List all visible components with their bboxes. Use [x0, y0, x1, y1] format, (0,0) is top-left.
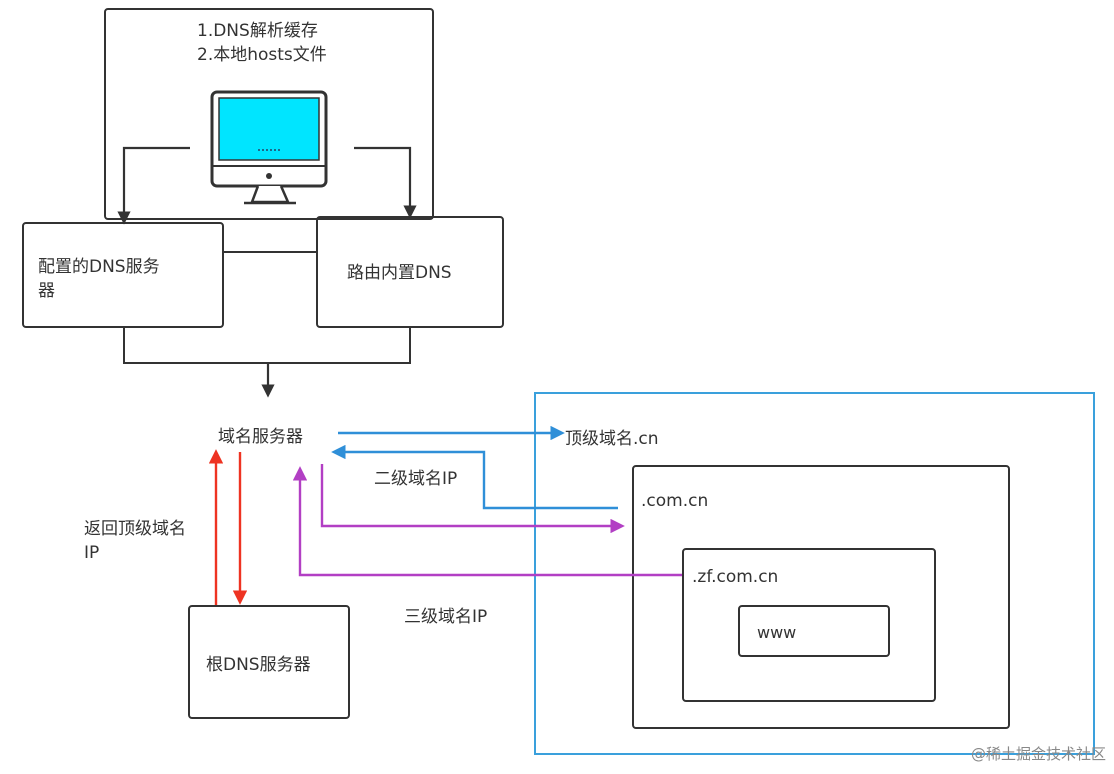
edge-query-com-cn: [320, 464, 625, 534]
root-dns-server-node: [188, 605, 350, 719]
domain-server-label: 域名服务器: [218, 427, 303, 447]
top-level-domain-region: [534, 392, 1095, 755]
third-level-ip-label: 三级域名IP: [404, 607, 488, 627]
www-node: [738, 605, 890, 657]
return-top-label-1: 返回顶级域名: [84, 519, 186, 539]
return-top-label-2: IP: [84, 543, 100, 563]
router-dns-label: 路由内置DNS: [347, 263, 452, 283]
edge-computer-to-router-dns: [354, 146, 417, 219]
dns-cache-note: 1.DNS解析缓存: [197, 21, 318, 41]
edge-second-level-ip: [331, 444, 618, 510]
configured-dns-server-label-2: 器: [38, 281, 55, 301]
zf-com-cn-node: [682, 548, 936, 702]
root-dns-server-label: 根DNS服务器: [206, 655, 311, 675]
edge-third-level-ip: [292, 466, 682, 577]
edge-computer-to-configured-dns: [117, 146, 190, 225]
top-level-domain-label: 顶级域名.cn: [565, 429, 659, 449]
zf-com-cn-label: .zf.com.cn: [692, 567, 779, 587]
second-level-ip-label: 二级域名IP: [374, 469, 458, 489]
www-label: www: [757, 623, 797, 642]
watermark: @稀土掘金技术社区: [970, 745, 1106, 763]
configured-dns-server-label-1: 配置的DNS服务: [38, 257, 160, 277]
computer-monitor-icon: [210, 90, 328, 205]
com-cn-node: [632, 465, 1010, 729]
hosts-file-note: 2.本地hosts文件: [197, 45, 327, 65]
com-cn-label: .com.cn: [641, 491, 709, 511]
edge-dns-merge: [123, 328, 411, 364]
client-container: [104, 8, 434, 220]
